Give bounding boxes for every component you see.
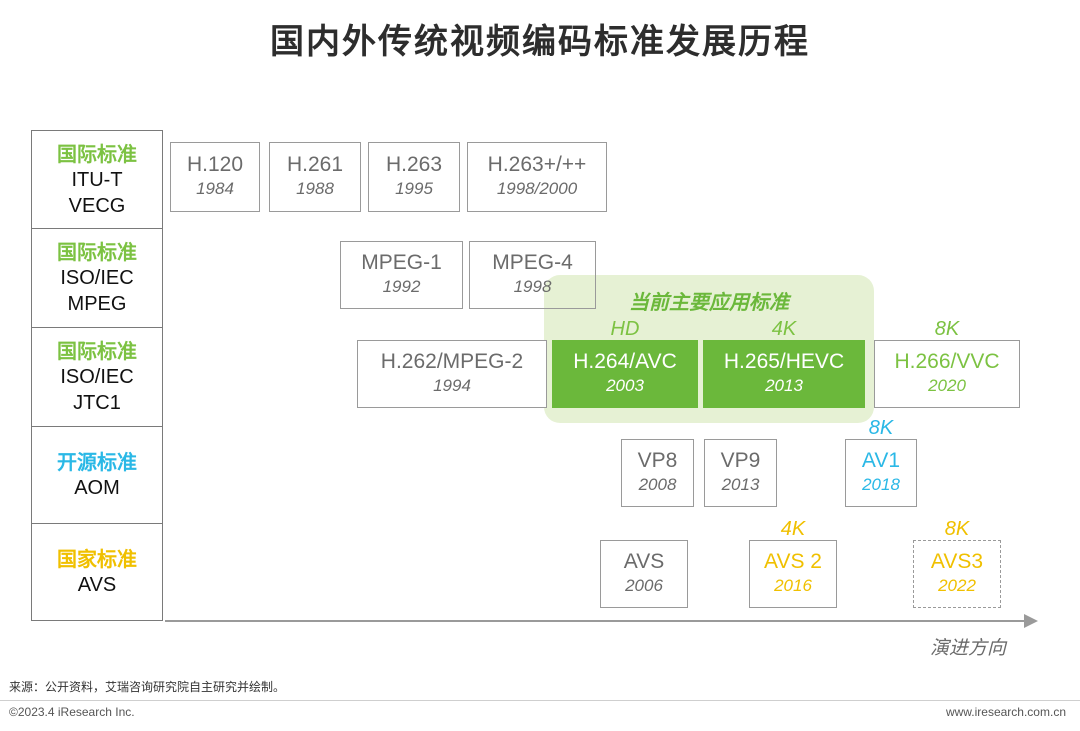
standard-name: H.263+/++ (487, 153, 587, 176)
standard-name: H.261 (286, 153, 344, 176)
standard-name: H.120 (186, 153, 244, 176)
copyright: ©2023.4 iResearch Inc. (9, 705, 135, 719)
standard-year: 1994 (433, 376, 471, 395)
resolution-tag-4k: 4K (771, 318, 797, 340)
standard-name: VP8 (637, 449, 678, 472)
standard-h263: H.263 1995 (368, 142, 460, 212)
resolution-tag-avs2-4k: 4K (780, 518, 806, 540)
standard-h261: H.261 1988 (269, 142, 361, 212)
standard-vp8: VP8 2008 (621, 439, 694, 507)
standard-vp9: VP9 2013 (704, 439, 777, 507)
standard-year: 2013 (721, 475, 760, 494)
category-group: VECG (68, 194, 126, 217)
category-group: MPEG (67, 293, 127, 315)
standard-year: 1992 (382, 277, 421, 296)
footer-divider (0, 700, 1080, 701)
standard-avs: AVS 2006 (600, 540, 688, 608)
standard-name: AV1 (861, 449, 901, 472)
category-org: AVS (77, 574, 117, 596)
standard-year: 1998/2000 (496, 179, 578, 198)
standard-mpeg4: MPEG-4 1998 (469, 241, 596, 309)
standard-year: 1984 (196, 179, 234, 198)
standard-avs3: AVS3 2022 (913, 540, 1001, 608)
resolution-tag-8k: 8K (934, 318, 960, 340)
category-iso-mpeg: 国际标准 ISO/IEC MPEG (31, 228, 163, 328)
standard-name: AVS (623, 550, 665, 573)
standard-name: H.265/HEVC (723, 350, 845, 373)
category-column: 国际标准 ITU-T VECG 国际标准 ISO/IEC MPEG 国际标准 I… (31, 130, 165, 621)
standard-year: 1988 (296, 179, 334, 198)
standard-year: 2008 (638, 475, 677, 494)
category-type: 开源标准 (57, 450, 137, 474)
category-iso-jtc1: 国际标准 ISO/IEC JTC1 (31, 327, 163, 427)
standard-mpeg1: MPEG-1 1992 (340, 241, 463, 309)
standard-year: 1998 (513, 277, 552, 296)
standard-h120: H.120 1984 (170, 142, 260, 212)
evolution-direction-label: 演进方向 (930, 637, 1007, 659)
standard-name: H.262/MPEG-2 (380, 350, 524, 373)
category-org: ISO/IEC (60, 366, 134, 388)
category-type: 国际标准 (57, 339, 137, 363)
standard-name: AVS 2 (764, 550, 822, 573)
standard-year: 2016 (774, 576, 812, 595)
standard-year: 2006 (625, 576, 663, 595)
standard-name: AVS3 (930, 550, 984, 573)
website-link[interactable]: www.iresearch.com.cn (945, 705, 1066, 719)
category-org: ITU-T (71, 168, 123, 191)
standard-name: H.266/VVC (894, 350, 1000, 373)
standard-name: MPEG-4 (492, 251, 573, 274)
standard-year: 2018 (862, 475, 900, 494)
current-standards-label: 当前主要应用标准 (629, 290, 789, 314)
resolution-tag-hd: HD (610, 318, 640, 340)
standard-av1: AV1 2018 (845, 439, 917, 507)
resolution-tag-avs3-8k: 8K (944, 518, 970, 540)
category-type: 国际标准 (57, 141, 137, 166)
category-org: ISO/IEC (60, 267, 134, 289)
evolution-axis (165, 620, 1025, 622)
standard-h262-mpeg2: H.262/MPEG-2 1994 (357, 340, 547, 408)
category-aom: 开源标准 AOM (31, 426, 163, 524)
standard-h265-hevc: H.265/HEVC 2013 (703, 340, 865, 408)
standard-year: 2022 (938, 576, 976, 595)
standard-name: MPEG-1 (361, 251, 442, 274)
category-org: AOM (74, 477, 120, 499)
standard-name: H.263 (385, 153, 443, 176)
source-note: 来源：公开资料，艾瑞咨询研究院自主研究并绘制。 (9, 680, 286, 694)
standard-h264-avc: H.264/AVC 2003 (552, 340, 698, 408)
category-itu-t: 国际标准 ITU-T VECG (31, 130, 163, 229)
standard-name: VP9 (720, 449, 761, 472)
standard-year: 2020 (928, 376, 966, 395)
category-type: 国家标准 (57, 547, 137, 571)
page-title: 国内外传统视频编码标准发展历程 (270, 22, 810, 62)
category-group: JTC1 (73, 392, 121, 414)
standard-h263-plus: H.263+/++ 1998/2000 (467, 142, 607, 212)
standard-year: 1995 (395, 179, 433, 198)
standard-avs2: AVS 2 2016 (749, 540, 837, 608)
category-type: 国际标准 (57, 240, 137, 264)
standard-h266-vvc: H.266/VVC 2020 (874, 340, 1020, 408)
resolution-tag-av1-8k: 8K (868, 417, 894, 439)
standard-year: 2013 (765, 376, 803, 395)
category-avs: 国家标准 AVS (31, 523, 163, 621)
standard-year: 2003 (606, 376, 644, 395)
standard-name: H.264/AVC (573, 350, 677, 373)
arrow-right-icon (1024, 614, 1038, 628)
